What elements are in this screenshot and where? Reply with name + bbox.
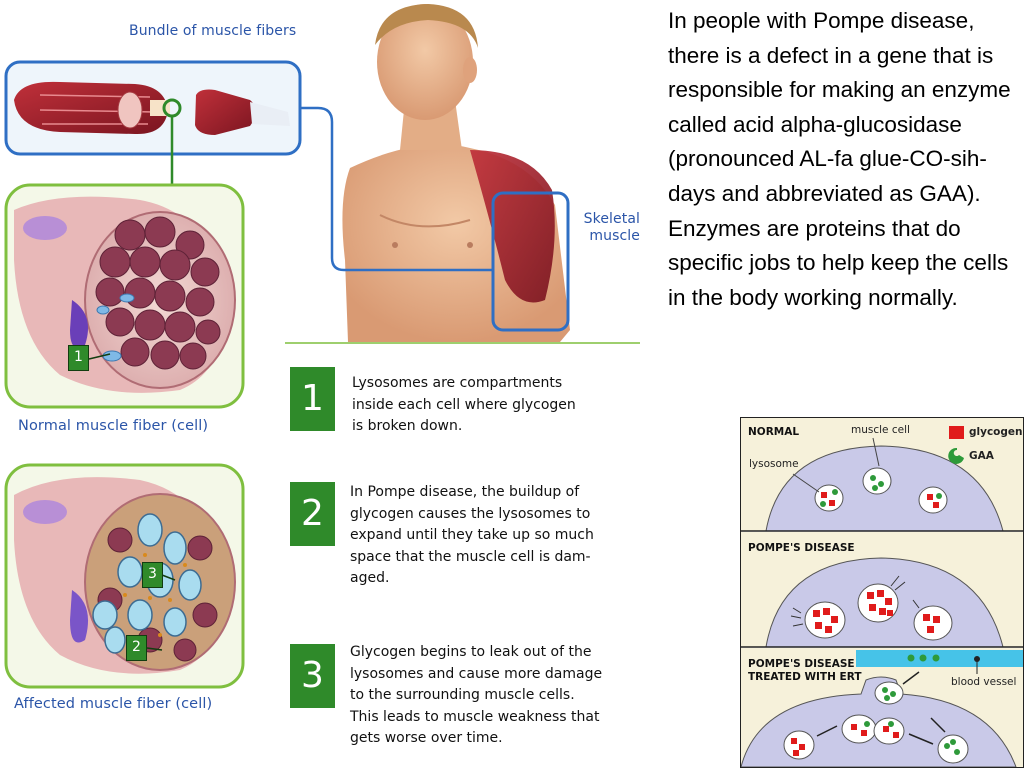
step-1-text: Lysosomes are compartments inside each c… [352, 375, 576, 434]
normal-fiber-illustration [14, 196, 236, 393]
normal-fiber-caption: Normal muscle fiber (cell) [18, 418, 209, 434]
lysosome-panels: NORMAL muscle cell lysosome glycogen GAA… [740, 417, 1024, 768]
connector-line [300, 106, 493, 272]
step-3-number: 3 [290, 644, 335, 708]
affected-fiber-caption: Affected muscle fiber (cell) [14, 696, 213, 712]
diagram-illustration [4, 4, 640, 689]
explanation-paragraph: In people with Pompe disease, there is a… [668, 8, 1011, 310]
panel-pompe-title: POMPE'S DISEASE [748, 542, 855, 554]
step-2-number: 2 [290, 482, 335, 546]
panels-illustration [741, 418, 1023, 767]
step-3-text: Glycogen begins to leak out of the lysos… [350, 644, 603, 746]
legend-glycogen: glycogen [969, 426, 1023, 438]
skeletal-muscle-frame [491, 191, 570, 332]
panel-ert-title-line2: TREATED WITH ERT [748, 671, 862, 683]
bundle-label: Bundle of muscle fibers [129, 23, 297, 39]
muscle-cell-label: muscle cell [851, 424, 910, 436]
panel-ert-title-line1: POMPE'S DISEASE [748, 658, 855, 670]
marker-3: 3 [142, 562, 163, 588]
person-illustration [342, 4, 570, 342]
panel-normal-title: NORMAL [748, 426, 800, 438]
step-1-number: 1 [290, 367, 335, 431]
skeletal-label-line1: Skeletal [583, 211, 640, 227]
skeletal-label-line2: muscle [589, 228, 640, 244]
muscle-diagram: Bundle of muscle fibers Skeletal muscle … [4, 4, 640, 746]
marker-2: 2 [126, 635, 147, 661]
step-2-text: In Pompe disease, the buildup of glycoge… [350, 484, 594, 586]
blood-vessel-label: blood vessel [951, 676, 1017, 688]
legend-gaa: GAA [969, 450, 994, 462]
marker-1: 1 [68, 345, 89, 371]
muscle-bundle-illustration [14, 81, 290, 135]
lysosome-label: lysosome [749, 458, 799, 470]
